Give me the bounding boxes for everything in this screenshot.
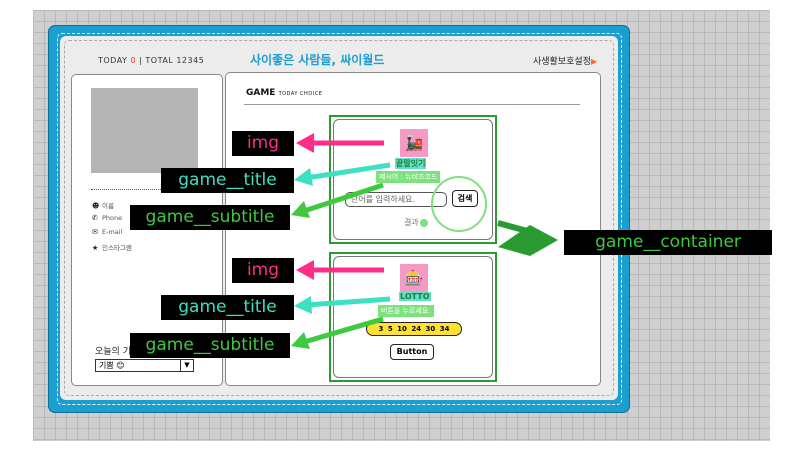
annotation-subtitle-top: game__subtitle <box>130 205 290 230</box>
total-count: 12345 <box>176 56 205 65</box>
game-subtitle-wordchain: 제시어 : 뉴비즈코드 <box>376 171 441 183</box>
smile-icon: ☻ <box>92 202 100 210</box>
instagram-label: 인스타그램 <box>102 244 132 252</box>
annotation-img-bottom: img <box>232 258 294 283</box>
lotto-numbers: 3 5 10 24 30 34 <box>366 322 462 336</box>
mood-label: 오늘의 기 <box>95 347 131 357</box>
privacy-settings-label: 사생활보호설정 <box>533 57 591 67</box>
caret-down-icon[interactable]: ▼ <box>180 360 193 371</box>
envelope-icon: ✉ <box>92 228 98 236</box>
frame-dashed-border <box>57 33 622 405</box>
annotation-img-top: img <box>232 131 294 156</box>
annotation-title-bottom: game__title <box>161 295 294 320</box>
phone-icon: ✆ <box>92 214 98 222</box>
today-label: TODAY <box>98 56 128 65</box>
game-subtitle-lotto: 버튼을 누르세요. <box>378 305 434 317</box>
mood-select[interactable]: 기쁨 😊 ▼ <box>95 359 194 372</box>
train-icon: 🚂 <box>400 129 428 157</box>
visitor-counter: TODAY 0 | TOTAL 12345 <box>98 56 204 65</box>
counter-separator: | <box>139 56 143 65</box>
profile-name-row: ☻이름 <box>92 200 114 210</box>
triangle-right-icon: ▶ <box>590 57 598 66</box>
game-heading-subtitle: TODAY CHOICE <box>278 91 323 97</box>
star-icon: ★ <box>92 244 99 252</box>
game-container-1 <box>329 115 497 244</box>
game-heading-title: GAME <box>246 88 276 98</box>
profile-image <box>91 88 198 173</box>
magnifier-icon <box>419 218 428 227</box>
profile-divider <box>91 189 203 190</box>
result-text: 결과 <box>404 218 419 227</box>
annotation-title-top: game__title <box>161 168 294 193</box>
lotto-button[interactable]: Button <box>390 344 434 360</box>
total-label: TOTAL <box>145 56 174 65</box>
today-count: 0 <box>130 56 137 65</box>
email-label: E-mail <box>102 228 123 236</box>
game-heading: GAME TODAY CHOICE <box>246 88 322 98</box>
game-title-wordchain: 끝말잇기 <box>395 158 427 169</box>
name-label: 이름 <box>102 202 114 210</box>
slot-machine-icon: 🎰 <box>400 264 428 292</box>
mood-value: 기쁨 😊 <box>99 361 125 370</box>
phone-label: Phone <box>102 214 123 222</box>
game-title-lotto: LOTTO <box>399 292 431 301</box>
heading-divider <box>244 104 580 105</box>
profile-email-row: ✉ E-mail <box>92 228 122 236</box>
result-label: 결과 <box>404 217 428 228</box>
privacy-settings-link[interactable]: 사생활보호설정▶ <box>533 54 597 67</box>
profile-instagram-row: ★인스타그램 <box>92 242 132 252</box>
game-container-2 <box>329 252 497 382</box>
paper-dashed-border <box>64 40 614 396</box>
annotation-subtitle-bottom: game__subtitle <box>130 333 290 358</box>
highlight-circle <box>431 176 487 232</box>
annotation-container: game__container <box>564 230 772 255</box>
profile-phone-row: ✆ Phone <box>92 214 122 222</box>
site-title: 사이좋은 사람들, 싸이월드 <box>250 53 385 67</box>
